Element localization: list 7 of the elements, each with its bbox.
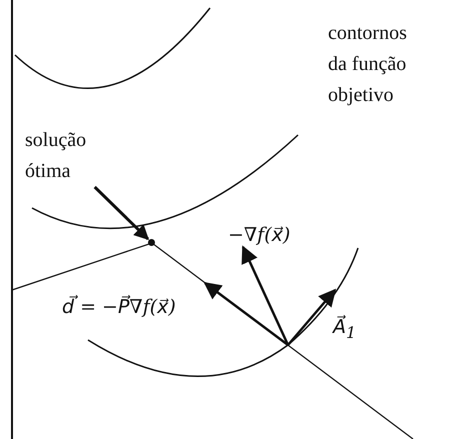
tangent-point: [148, 239, 155, 246]
annotation-text: solução ótima: [25, 125, 101, 187]
math-label: −∇f(x⃗): [228, 223, 290, 248]
math-label: d⃗ = −P⃗∇f(x⃗): [62, 294, 176, 320]
annotation-text: contornos da função objetivo: [328, 21, 408, 108]
leader-line: [94, 186, 150, 240]
math-label: A⃗$_{1}$: [333, 314, 356, 344]
